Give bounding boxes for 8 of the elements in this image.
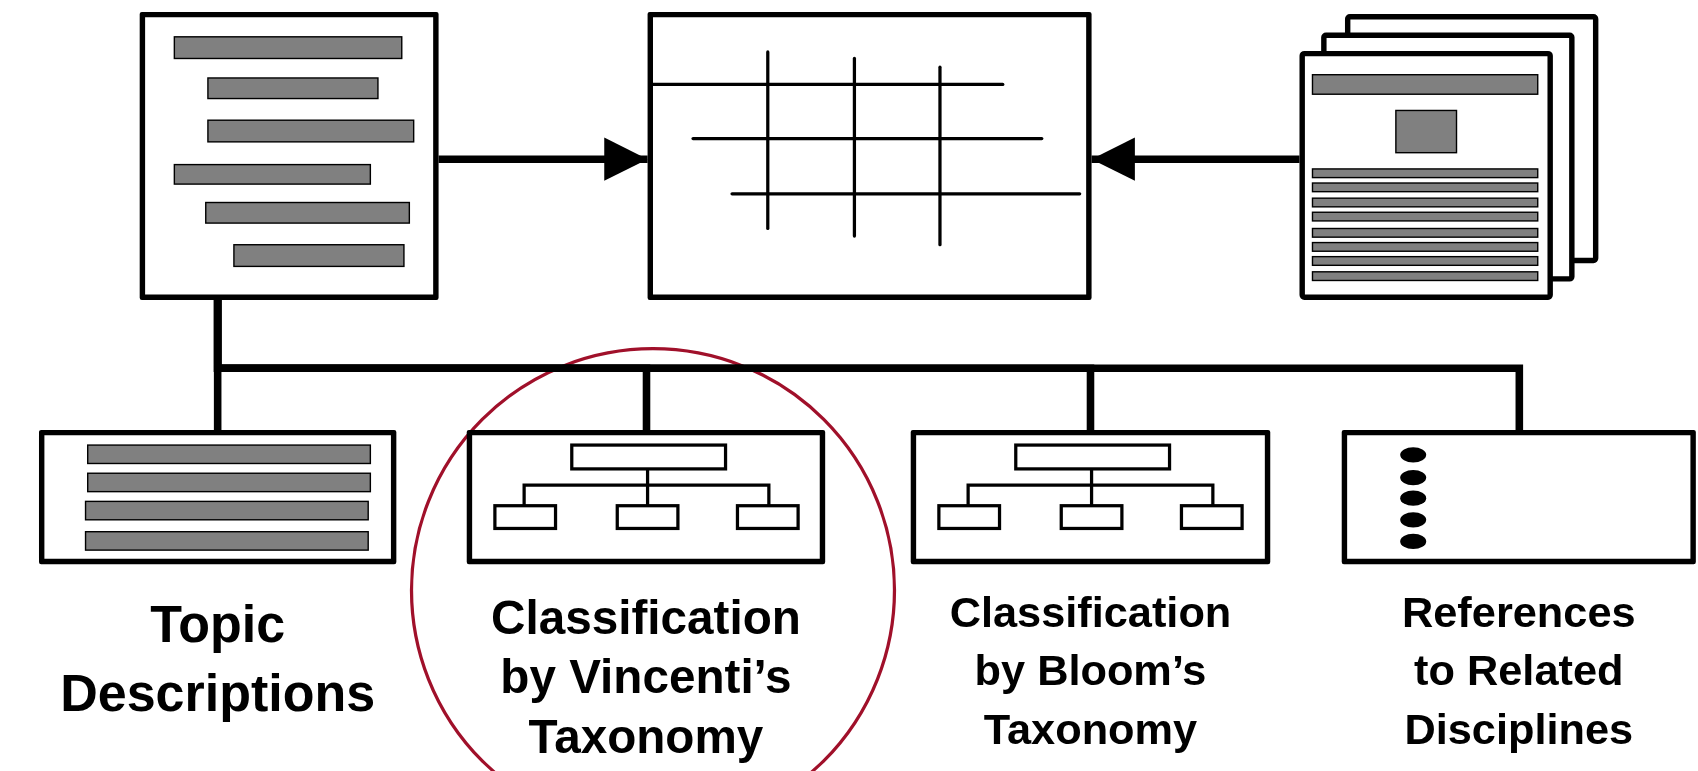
document-panel [139,11,439,300]
panel-caption: Classification by Vincenti’s Taxonomy [490,589,802,765]
grid-panel [647,11,1092,300]
panel-caption: Topic Descriptions [59,594,377,725]
arrow [438,137,648,181]
panel-caption: Classification by Bloom’s Taxonomy [948,587,1233,755]
connector-line [213,299,1524,430]
panel-caption: References to Related Disciplines [1401,587,1637,755]
